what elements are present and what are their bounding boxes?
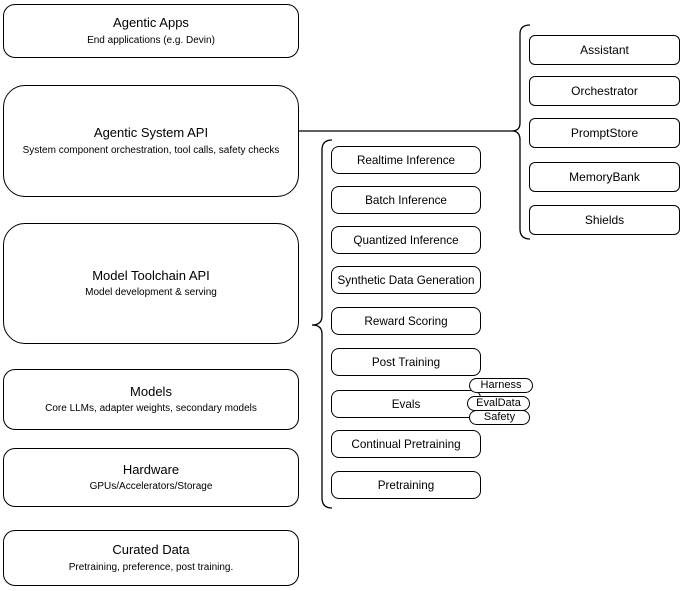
box-orchestrator: Orchestrator: [529, 76, 680, 106]
box-subtitle: End applications (e.g. Devin): [87, 34, 215, 46]
box-quantized-inference: Quantized Inference: [331, 226, 481, 254]
brace-system-components: [511, 24, 531, 240]
pill-harness: Harness: [469, 378, 533, 393]
box-evals: Evals: [331, 390, 481, 418]
box-models: Models Core LLMs, adapter weights, secon…: [3, 369, 299, 430]
box-shields: Shields: [529, 205, 680, 235]
box-title: Curated Data: [112, 542, 190, 558]
box-title: Agentic System API: [93, 125, 209, 141]
box-reward-scoring: Reward Scoring: [331, 307, 481, 335]
box-memorybank: MemoryBank: [529, 162, 680, 192]
box-subtitle: GPUs/Accelerators/Storage: [89, 481, 213, 493]
box-curated-data: Curated Data Pretraining, preference, po…: [3, 530, 299, 586]
brace-toolchain: [311, 139, 333, 509]
box-hardware: Hardware GPUs/Accelerators/Storage: [3, 448, 299, 507]
box-title: Models: [130, 383, 172, 399]
box-title: Hardware: [122, 461, 180, 477]
box-subtitle: System component orchestration, tool cal…: [22, 144, 280, 156]
box-synthetic-data-generation: Synthetic Data Generation: [331, 266, 481, 294]
box-assistant: Assistant: [529, 35, 680, 65]
box-title: Agentic Apps: [113, 15, 189, 31]
box-subtitle: Core LLMs, adapter weights, secondary mo…: [45, 403, 257, 415]
box-model-toolchain-api: Model Toolchain API Model development & …: [3, 223, 299, 344]
box-subtitle: Pretraining, preference, post training.: [68, 561, 234, 573]
pill-safety: Safety: [469, 410, 530, 425]
box-batch-inference: Batch Inference: [331, 186, 481, 214]
box-realtime-inference: Realtime Inference: [331, 146, 481, 174]
pill-evaldata: EvalData: [467, 396, 530, 411]
box-subtitle: Model development & serving: [85, 287, 217, 299]
box-continual-pretraining: Continual Pretraining: [331, 430, 481, 458]
box-post-training: Post Training: [331, 348, 481, 376]
box-agentic-apps: Agentic Apps End applications (e.g. Devi…: [3, 4, 299, 58]
box-agentic-system-api: Agentic System API System component orch…: [3, 85, 299, 197]
box-title: Model Toolchain API: [92, 267, 210, 283]
box-pretraining: Pretraining: [331, 471, 481, 499]
box-promptstore: PromptStore: [529, 118, 680, 148]
